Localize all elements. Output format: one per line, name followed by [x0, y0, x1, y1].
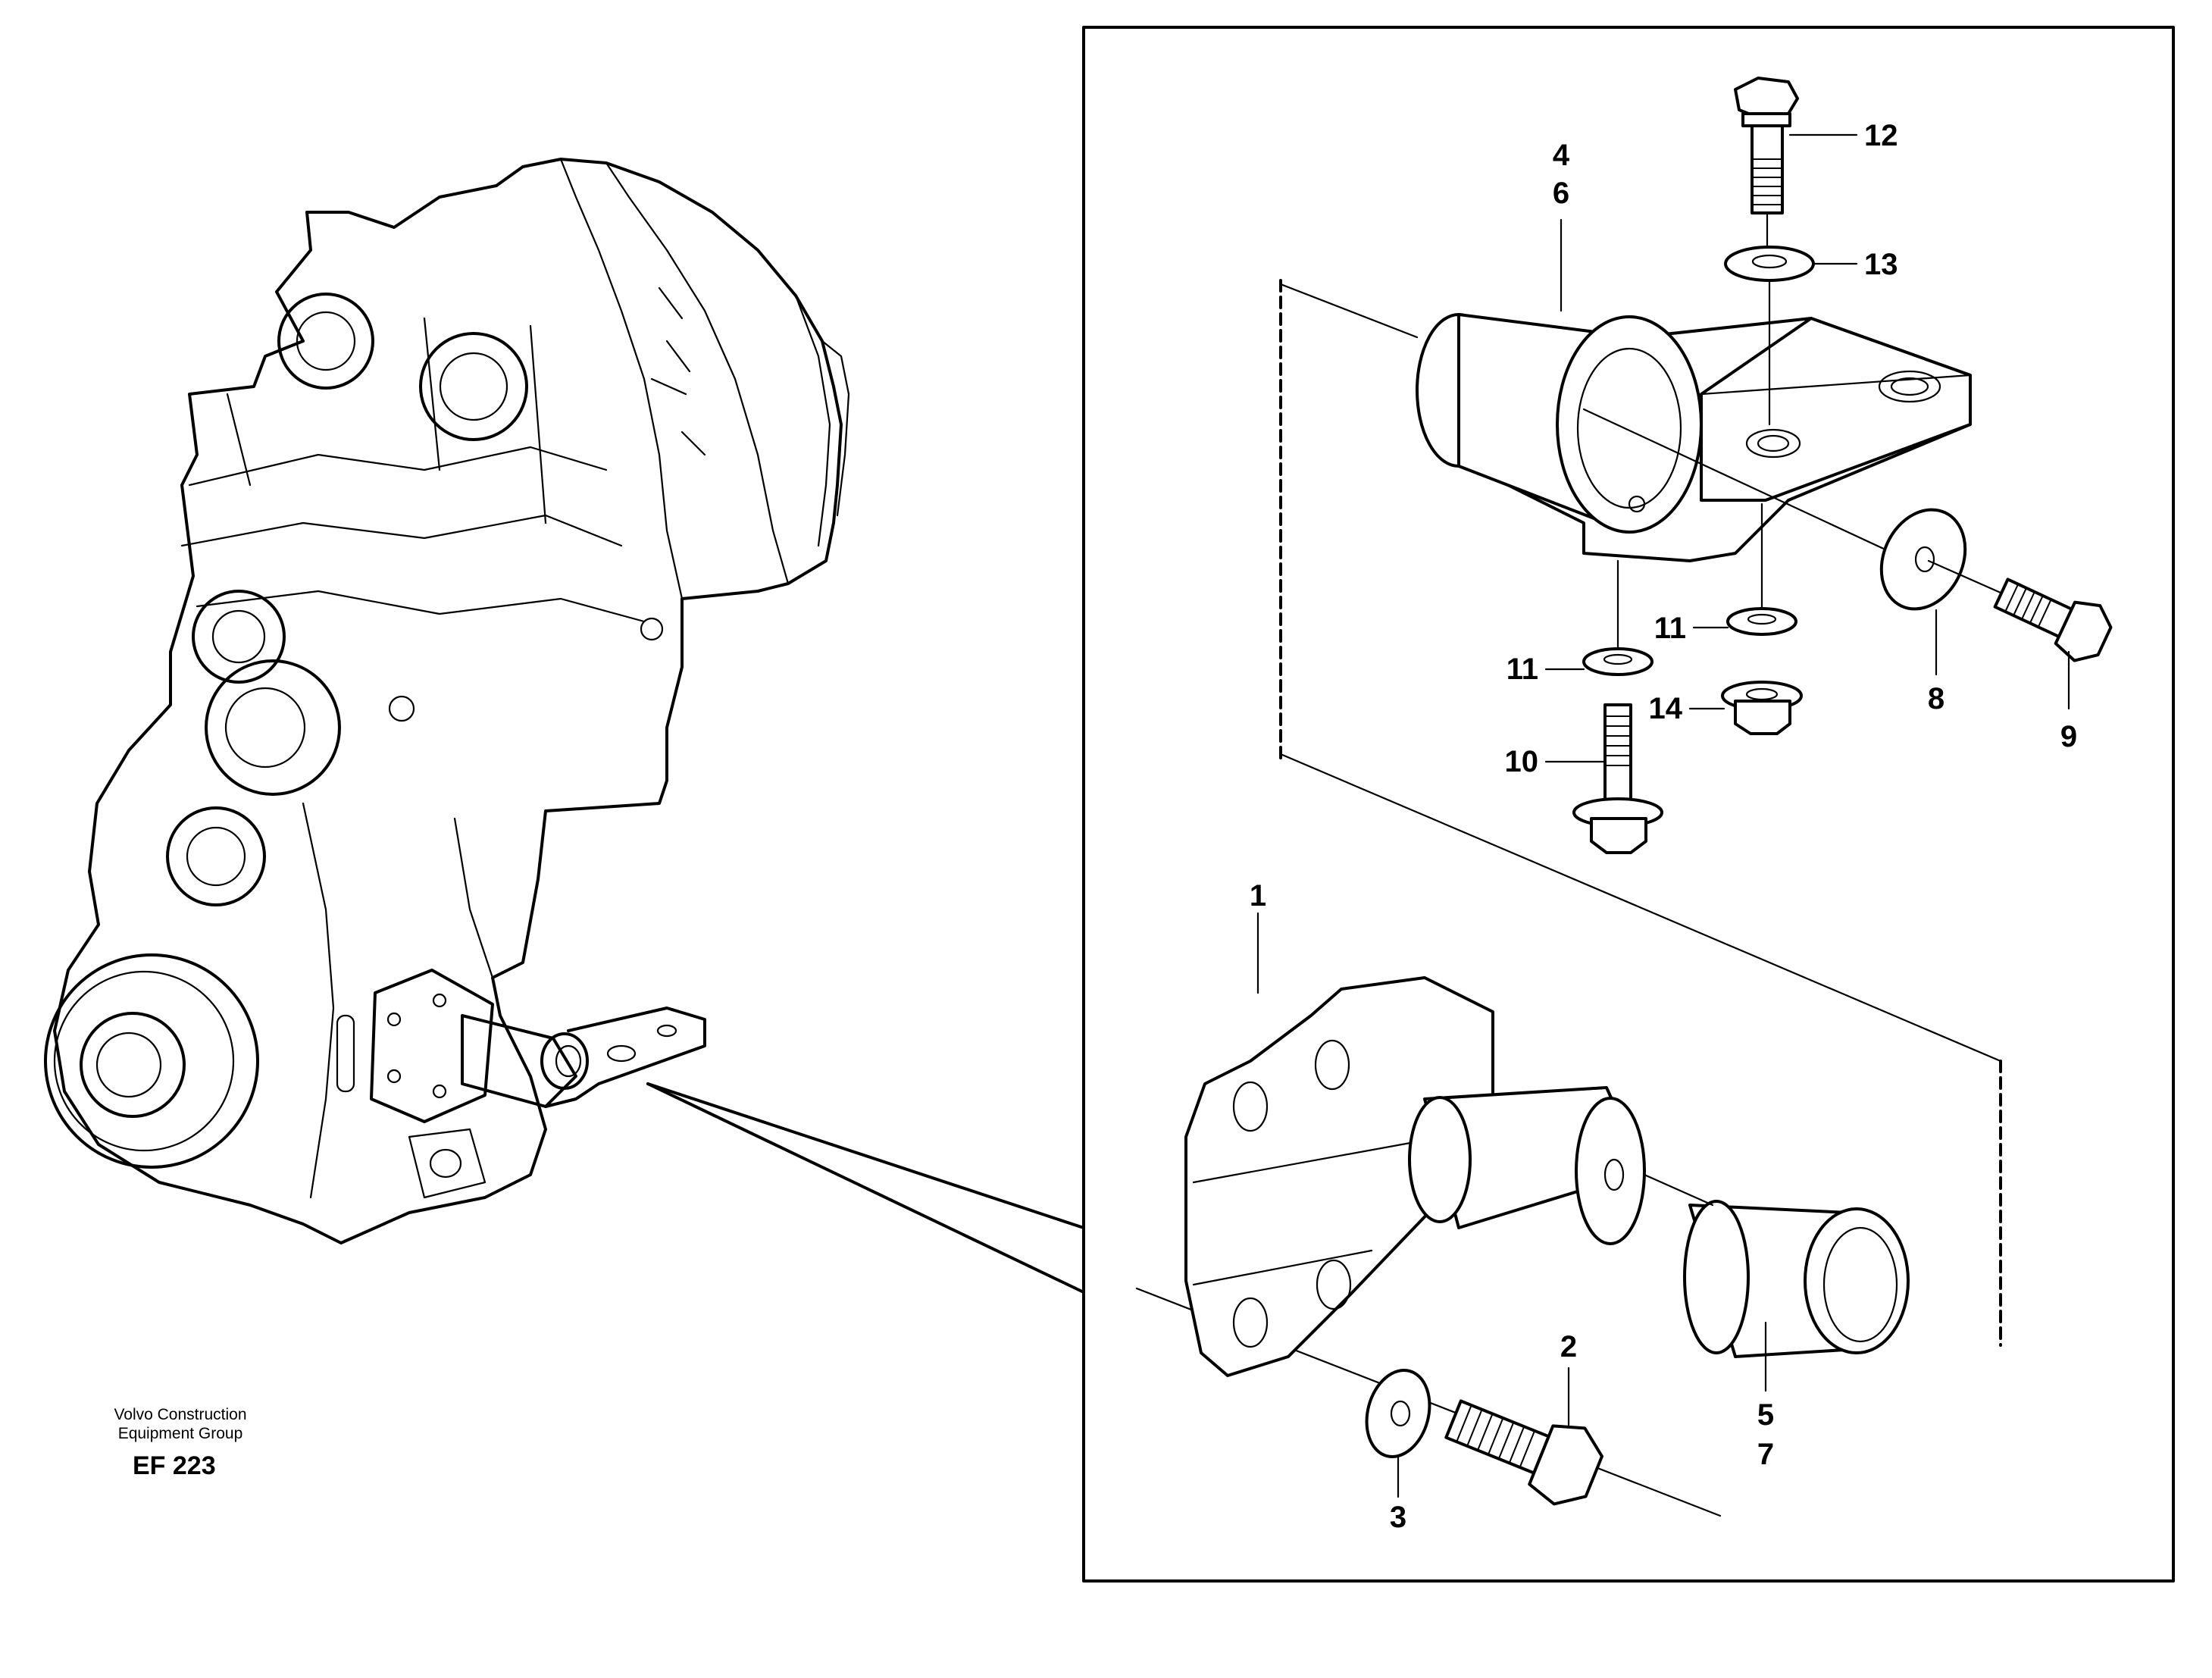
- mounting-bracket-exploded-icon: [1135, 77, 2113, 1517]
- bolt-12-icon: [1734, 77, 1799, 252]
- washer-11b-icon: [1726, 607, 1797, 636]
- bolt-2-icon: [1444, 1399, 1603, 1506]
- callout-11-upper: 11: [1654, 612, 1686, 645]
- callout-11-lower: 11: [1506, 653, 1538, 686]
- callout-1: 1: [1250, 879, 1266, 913]
- washer-13-icon: [1724, 246, 1815, 282]
- callout-2: 2: [1560, 1330, 1577, 1363]
- transmission-housing-icon: [44, 158, 850, 1244]
- callout-3: 3: [1390, 1501, 1406, 1534]
- brand-line-2: Equipment Group: [118, 1425, 243, 1442]
- bolt-10-icon: [1572, 703, 1663, 854]
- callout-9: 9: [2060, 720, 2077, 753]
- washer-8-icon: [1879, 508, 1967, 611]
- bolt-9-icon: [1993, 578, 2113, 662]
- callout-7: 7: [1757, 1438, 1774, 1471]
- brand-line-1: Volvo Construction: [114, 1406, 246, 1423]
- washer-3-icon: [1365, 1369, 1431, 1458]
- zoom-connector: [646, 1082, 1085, 1294]
- callout-13: 13: [1864, 248, 1898, 281]
- callout-labels: 1 2 3 4 6 5 7 8 9 10 11 11 12 13 14: [1250, 119, 2077, 1534]
- callout-8: 8: [1928, 682, 1944, 715]
- callout-6: 6: [1553, 177, 1569, 210]
- callout-14: 14: [1649, 692, 1683, 725]
- callout-4: 4: [1553, 139, 1570, 172]
- nut-14-icon: [1721, 681, 1803, 735]
- detail-frame: [1082, 26, 2175, 1583]
- callout-12: 12: [1864, 119, 1898, 152]
- figure-footer: Volvo Construction Equipment Group EF 22…: [114, 1406, 246, 1480]
- callout-5: 5: [1757, 1398, 1774, 1432]
- callout-10: 10: [1505, 745, 1539, 778]
- figure-code: EF 223: [133, 1451, 216, 1480]
- washer-11a-icon: [1582, 647, 1654, 676]
